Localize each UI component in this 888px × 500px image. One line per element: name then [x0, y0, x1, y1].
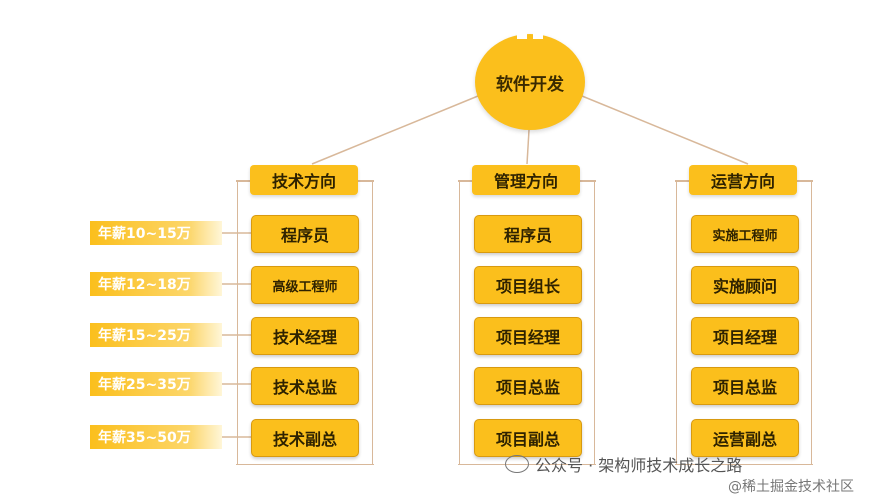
column-header-tech: 技术方向	[250, 165, 358, 195]
role-box: 项目经理	[474, 317, 582, 355]
role-box: 技术总监	[251, 367, 359, 405]
column-header-operations: 运营方向	[689, 165, 797, 195]
role-box: 运营副总	[691, 419, 799, 457]
role-box: 程序员	[474, 215, 582, 253]
role-box: 项目经理	[691, 317, 799, 355]
salary-label: 年薪25~35万	[90, 372, 222, 396]
role-box: 高级工程师	[251, 266, 359, 304]
watermark: @稀土掘金技术社区	[728, 479, 854, 495]
role-box: 技术经理	[251, 317, 359, 355]
role-box: 项目总监	[691, 367, 799, 405]
root-notch	[533, 32, 543, 39]
salary-label: 年薪15~25万	[90, 323, 222, 347]
salary-label: 年薪10~15万	[90, 221, 222, 245]
source-text: 公众号 · 架构师技术成长之路	[535, 456, 743, 475]
root-notch	[517, 32, 527, 39]
role-box: 实施顾问	[691, 266, 799, 304]
wechat-icon	[505, 455, 529, 473]
role-box: 项目总监	[474, 367, 582, 405]
role-box: 项目组长	[474, 266, 582, 304]
salary-label: 年薪35~50万	[90, 425, 222, 449]
root-node: 软件开发	[475, 32, 585, 130]
role-box: 实施工程师	[691, 215, 799, 253]
source-caption: 公众号 · 架构师技术成长之路	[505, 452, 742, 476]
role-box: 技术副总	[251, 419, 359, 457]
role-box: 程序员	[251, 215, 359, 253]
salary-label: 年薪12~18万	[90, 272, 222, 296]
column-header-management: 管理方向	[472, 165, 580, 195]
root-label: 软件开发	[496, 74, 564, 95]
role-box: 项目副总	[474, 419, 582, 457]
